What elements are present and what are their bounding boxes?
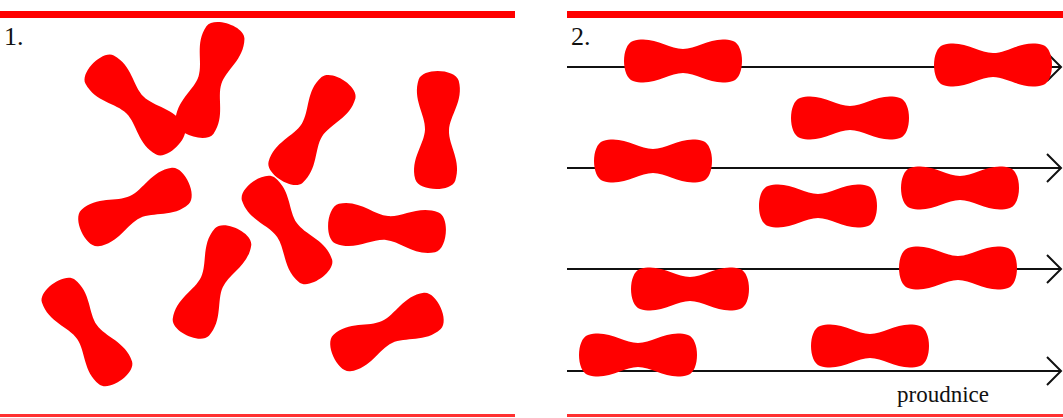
- red-blood-cell: [901, 167, 1019, 210]
- red-blood-cell: [326, 201, 447, 254]
- red-blood-cell: [899, 247, 1017, 290]
- red-blood-cell: [594, 140, 712, 183]
- vessel-wall: [0, 11, 515, 18]
- streamline-label: proudnice: [894, 383, 992, 406]
- aligned-cells: [579, 40, 1052, 377]
- red-blood-cell: [811, 325, 929, 368]
- red-blood-cell: [324, 288, 449, 377]
- red-blood-cell: [791, 97, 909, 140]
- panel-number: 1.: [4, 24, 24, 50]
- panel-number: 2.: [571, 24, 591, 50]
- vessel-wall: [567, 11, 1063, 18]
- red-blood-cell: [934, 44, 1052, 87]
- vessel-wall: [567, 414, 1063, 417]
- red-blood-cell: [624, 40, 742, 83]
- red-blood-cell: [171, 17, 248, 143]
- red-blood-cell: [759, 185, 877, 228]
- random-cells: [36, 17, 461, 392]
- red-blood-cell: [72, 163, 197, 252]
- red-blood-cell: [413, 70, 460, 189]
- arrowhead: [1047, 357, 1061, 385]
- red-blood-cell: [631, 268, 749, 311]
- streamlines: [567, 53, 1061, 385]
- arrowhead: [1047, 154, 1061, 182]
- arrowhead: [1047, 255, 1061, 283]
- red-blood-cell: [36, 271, 139, 392]
- red-blood-cell: [168, 219, 257, 344]
- vessel-wall: [0, 414, 515, 417]
- red-blood-cell: [78, 48, 192, 162]
- red-blood-cell: [579, 334, 697, 377]
- red-blood-cell: [263, 69, 362, 192]
- streamline: [567, 370, 1060, 372]
- red-blood-cell: [236, 169, 339, 290]
